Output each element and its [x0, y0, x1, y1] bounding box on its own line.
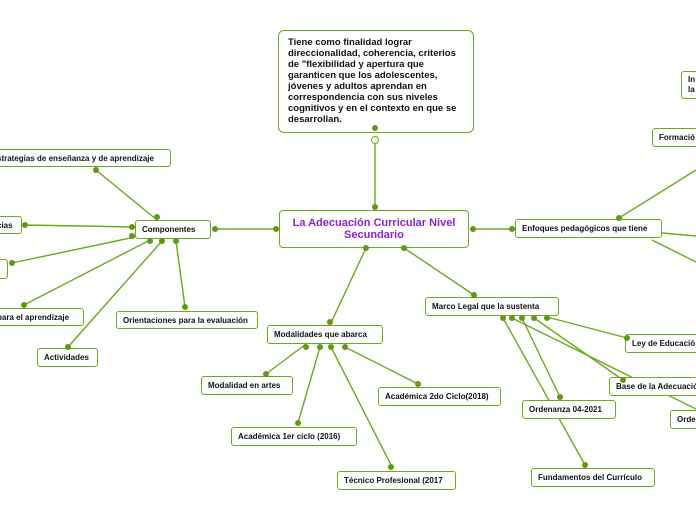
connector-line-6 [67, 240, 163, 348]
connector-line-11 [330, 346, 392, 466]
connector-line-14 [546, 316, 628, 339]
marco-item-ordenanza-2[interactable]: Orde [670, 410, 696, 429]
connector-line-15 [533, 317, 624, 381]
connector-line-7 [175, 240, 186, 308]
connector-line-2 [95, 169, 158, 221]
modalidad-item-tecnico[interactable]: Técnico Profesional (2017 [337, 471, 456, 490]
branch-enfoques[interactable]: Enfoques pedagógicos que tiene [515, 219, 662, 238]
connector-dot-28 [624, 335, 630, 341]
connector-dot-39 [616, 215, 622, 221]
connector-dot-38 [509, 226, 515, 232]
connector-dot-30 [620, 377, 626, 383]
modalidad-item-academica-2do[interactable]: Académica 2do Ciclo(2018) [378, 387, 501, 406]
modalidad-item-artes[interactable]: Modalidad en artes [201, 376, 293, 395]
branch-componentes[interactable]: Componentes [135, 220, 211, 239]
connector-line-21 [661, 232, 696, 237]
connector-dot-26 [401, 245, 407, 251]
connector-dot-25 [342, 344, 348, 350]
connector-dot-31 [531, 315, 537, 321]
componentes-item-unnamed[interactable] [0, 259, 8, 279]
connector-dot-13 [159, 238, 165, 244]
componentes-item-estrategias[interactable]: strategias de enseñanza y de aprendizaje [0, 149, 171, 167]
componentes-item-recursos[interactable]: para el aprendizaje [0, 308, 84, 326]
connector-dot-16 [363, 245, 369, 251]
connector-line-16 [521, 317, 561, 398]
connector-line-20 [618, 169, 696, 219]
connector-line-3 [24, 224, 136, 228]
connector-dot-18 [263, 371, 269, 377]
connector-dot-11 [147, 238, 153, 244]
marco-item-ley-educacion[interactable]: Ley de Educació [625, 334, 696, 353]
connector-line-13 [403, 247, 475, 296]
enfoques-item-partial[interactable]: In la [681, 71, 696, 99]
componentes-item-actividades[interactable]: Actividades [37, 348, 98, 367]
connector-dot-3 [212, 226, 218, 232]
connector-line-9 [265, 343, 307, 375]
connector-dot-12 [65, 344, 71, 350]
connector-dot-9 [129, 233, 135, 239]
description-callout[interactable]: Tiene como finalidad lograr direccionali… [278, 30, 474, 133]
connector-dot-24 [415, 381, 421, 387]
connector-line-5 [23, 239, 151, 306]
connector-dot-19 [303, 344, 309, 350]
connector-dot-23 [328, 344, 334, 350]
modalidad-item-academica-1er[interactable]: Académica 1er ciclo (2016) [231, 427, 357, 446]
connector-line-22 [651, 239, 696, 263]
connector-dot-14 [182, 304, 188, 310]
connector-dot-33 [519, 315, 525, 321]
connector-dot-32 [557, 394, 563, 400]
connector-dot-22 [388, 464, 394, 470]
collapse-toggle-icon[interactable] [371, 136, 379, 144]
enfoques-item-formacion[interactable]: Formació [652, 128, 696, 147]
connector-dot-0 [372, 204, 378, 210]
componentes-item-evaluacion[interactable]: Orientaciones para la evaluación [116, 311, 258, 329]
connector-line-8 [329, 247, 367, 326]
connector-dot-15 [173, 238, 179, 244]
connector-line-10 [297, 346, 321, 424]
componentes-item-competencias[interactable]: cias [0, 216, 22, 234]
connector-line-17 [502, 317, 586, 466]
marco-item-base-adecuacion[interactable]: Base de la Adecuació [609, 377, 696, 396]
connector-dot-34 [582, 462, 588, 468]
connector-dot-5 [154, 214, 160, 220]
connector-dot-29 [544, 315, 550, 321]
connector-dot-37 [470, 226, 476, 232]
central-topic[interactable]: La Adecuación Curricular Nivel Secundari… [279, 210, 469, 248]
connector-dot-36 [509, 315, 515, 321]
connector-dot-4 [93, 167, 99, 173]
marco-item-ordenanza[interactable]: Ordenanza 04-2021 [522, 400, 616, 419]
connector-dot-10 [21, 302, 27, 308]
connector-dot-35 [500, 315, 506, 321]
connector-dot-7 [129, 224, 135, 230]
connector-dot-2 [273, 226, 279, 232]
connector-dot-8 [9, 260, 15, 266]
connector-line-12 [344, 346, 419, 385]
branch-modalidades[interactable]: Modalidades que abarca [267, 325, 383, 344]
connector-dot-1 [372, 125, 378, 131]
connector-dot-20 [295, 420, 301, 426]
connector-dot-17 [327, 319, 333, 325]
connector-line-4 [11, 236, 136, 264]
branch-marco-legal[interactable]: Marco Legal que la sustenta [425, 297, 559, 316]
connector-dot-21 [317, 344, 323, 350]
connector-dot-27 [471, 292, 477, 298]
marco-item-fundamentos[interactable]: Fundamentos del Currículo [531, 468, 655, 487]
connector-dot-6 [22, 222, 28, 228]
